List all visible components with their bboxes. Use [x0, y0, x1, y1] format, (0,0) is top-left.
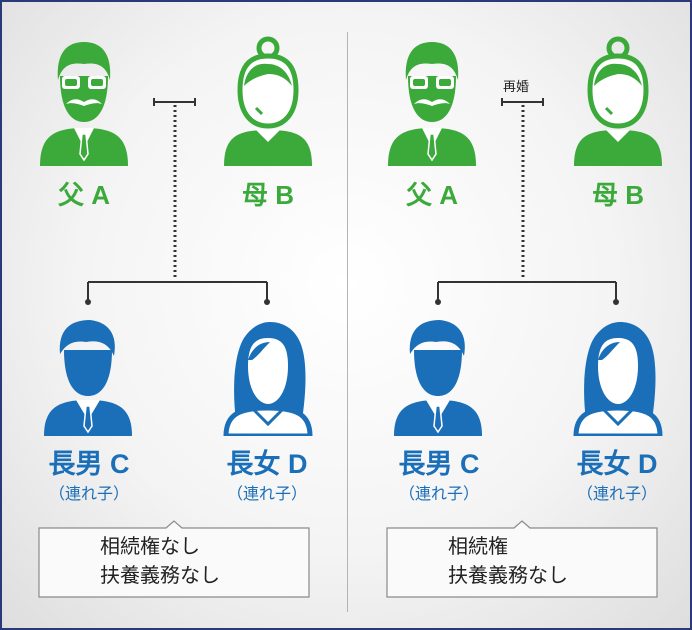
mother-label: 母 B — [241, 180, 294, 210]
left-note-box: 相続権なし 扶養義務なし — [38, 520, 310, 598]
father-label: 父 A — [57, 180, 110, 210]
remarriage-label: 再婚 — [503, 80, 530, 95]
daughter-sub-label: （連れ子） — [576, 484, 657, 503]
mother-icon — [574, 36, 662, 166]
son-sub-label: （連れ子） — [398, 484, 479, 503]
son-icon — [44, 320, 132, 436]
right-note-box: 相続権 扶養義務なし — [386, 520, 658, 598]
mother-icon — [224, 36, 312, 166]
mother-label: 母 B — [591, 180, 644, 210]
right-connector-lines — [435, 98, 619, 305]
daughter-label: 長女 D — [226, 449, 308, 479]
son-sub-label: （連れ子） — [48, 484, 129, 503]
daughter-icon — [573, 322, 663, 436]
right-note-line2: 扶養義務なし — [448, 563, 568, 587]
left-note-line2: 扶養義務なし — [100, 563, 220, 587]
right-panel: 再婚 父 A 母 B — [350, 2, 690, 628]
father-icon — [388, 42, 476, 166]
son-label: 長男 C — [48, 449, 130, 479]
left-connector-lines — [85, 98, 270, 305]
daughter-sub-label: （連れ子） — [226, 484, 307, 503]
son-icon — [394, 320, 482, 436]
panel-divider — [347, 32, 348, 612]
son-label: 長男 C — [398, 449, 480, 479]
father-icon — [40, 42, 128, 166]
left-panel: 父 A 母 B 長男 C （連れ子） 長女 D — [2, 2, 346, 628]
daughter-icon — [223, 322, 313, 436]
right-note-line1: 相続権 — [448, 534, 508, 558]
daughter-label: 長女 D — [576, 449, 658, 479]
left-note-line1: 相続権なし — [100, 534, 200, 558]
father-label: 父 A — [405, 180, 458, 210]
